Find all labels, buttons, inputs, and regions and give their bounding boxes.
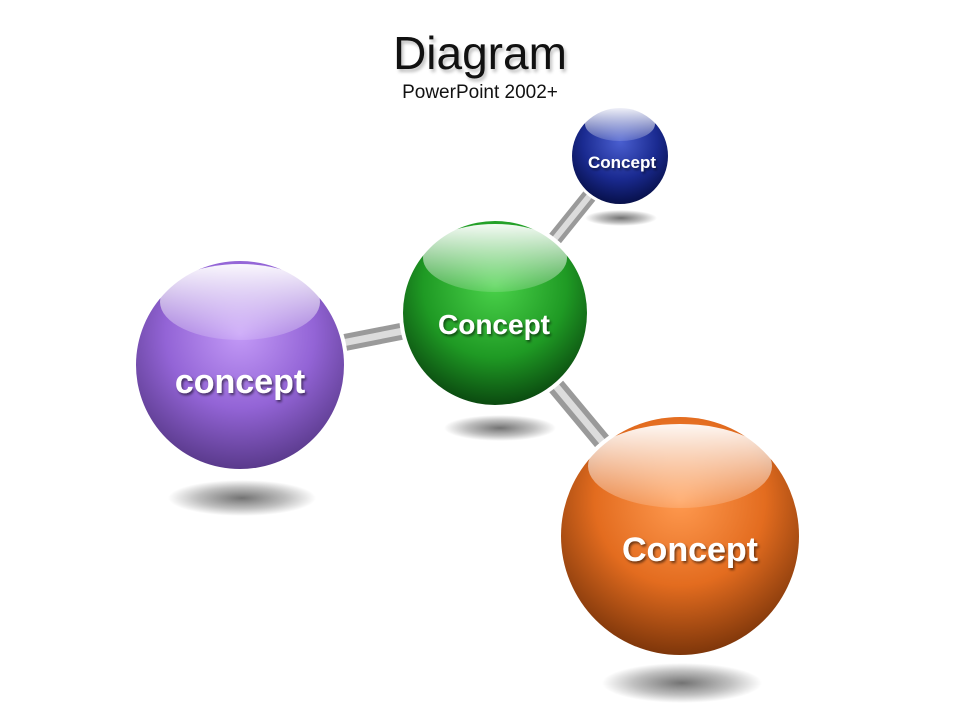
node-center-green: Concept bbox=[399, 217, 591, 409]
diagram-title: Diagram bbox=[393, 27, 567, 79]
node-label-left-purple: concept bbox=[175, 363, 305, 401]
shadow-orange bbox=[602, 663, 762, 703]
shadow-green bbox=[444, 415, 556, 441]
node-label-small-blue: Concept bbox=[588, 153, 656, 172]
node-bottom-orange: Concept bbox=[557, 413, 803, 659]
node-label-bottom-orange: Concept bbox=[622, 531, 758, 569]
node-left-purple: concept bbox=[132, 257, 348, 473]
shadow-purple bbox=[168, 480, 316, 516]
node-small-blue: Concept bbox=[569, 105, 671, 207]
shadow-blue bbox=[585, 210, 657, 226]
diagram-subtitle: PowerPoint 2002+ bbox=[402, 82, 558, 103]
node-label-center-green: Concept bbox=[438, 309, 550, 340]
